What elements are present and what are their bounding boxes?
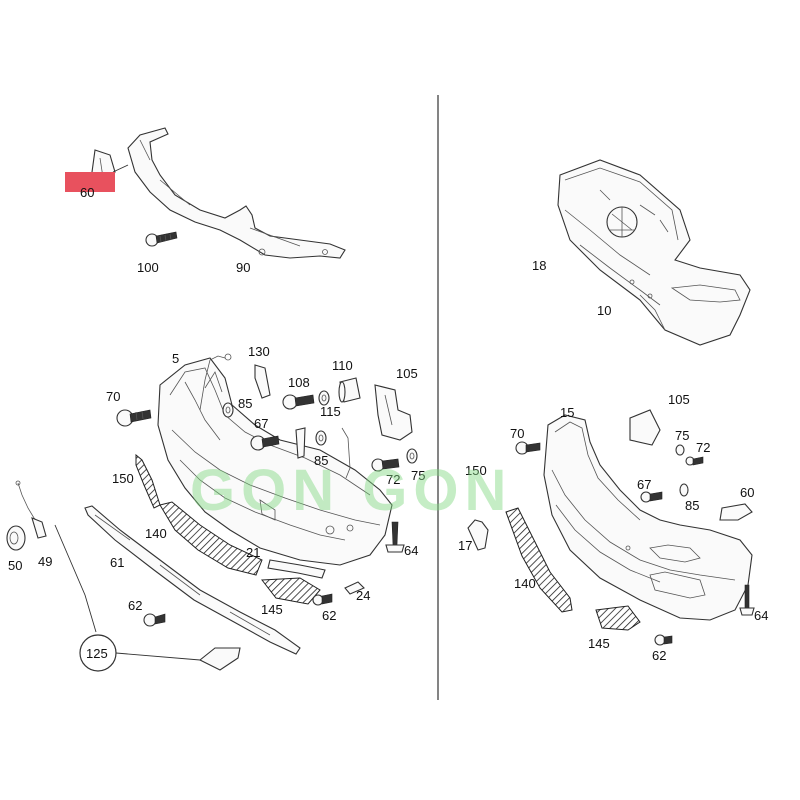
lower-grille-140-left <box>159 501 263 576</box>
label-24: 24 <box>356 588 370 603</box>
label-70-left: 70 <box>106 389 120 404</box>
label-49: 49 <box>38 554 52 569</box>
label-75-left: 75 <box>411 468 425 483</box>
label-125: 125 <box>86 646 108 661</box>
screw-64-right <box>739 584 755 616</box>
label-61: 61 <box>110 555 124 570</box>
clip-24 <box>344 581 365 595</box>
highlight-marker <box>65 172 115 192</box>
bracket-125-line <box>54 524 97 633</box>
clip-bracket <box>295 427 306 459</box>
label-67-right: 67 <box>637 477 651 492</box>
label-50: 50 <box>8 558 22 573</box>
label-60-top: 60 <box>80 185 94 200</box>
lower-grille-140-right <box>505 507 573 613</box>
trim-molding-21 <box>267 559 326 579</box>
label-140-left: 140 <box>145 526 167 541</box>
watermark-text: GON GON <box>190 458 512 523</box>
label-64-right: 64 <box>754 608 768 623</box>
label-70-right: 70 <box>510 426 524 441</box>
label-90: 90 <box>236 260 250 275</box>
front-bumper-assembly-right <box>543 414 753 621</box>
label-62-a: 62 <box>128 598 142 613</box>
cover-50 <box>6 525 26 551</box>
grille-145-right <box>595 605 641 631</box>
bolt-72-left <box>371 458 400 472</box>
cover-cap-60-right <box>719 503 753 521</box>
label-72-right: 72 <box>696 440 710 455</box>
wire-clip <box>341 427 351 479</box>
label-60-right: 60 <box>740 485 754 500</box>
label-110: 110 <box>332 358 353 373</box>
label-130: 130 <box>248 344 270 359</box>
trim-strip-150-left <box>135 453 161 509</box>
screw-70-left <box>116 409 152 427</box>
trim-17 <box>467 519 489 551</box>
label-5: 5 <box>172 351 179 366</box>
label-85-top: 85 <box>238 396 252 411</box>
label-115: 115 <box>320 404 341 419</box>
spacer-110 <box>338 377 361 403</box>
wiring-harness-130 <box>199 353 232 411</box>
label-150-right: 150 <box>465 463 487 478</box>
clip-62-a <box>143 613 166 627</box>
bolt-72-right <box>685 456 704 466</box>
label-85-mid: 85 <box>314 453 328 468</box>
bracket-130 <box>254 364 271 399</box>
label-140-right: 140 <box>514 576 536 591</box>
washer-115 <box>318 390 330 406</box>
label-75-right: 75 <box>675 428 689 443</box>
front-bumper-assembly-left <box>157 357 393 566</box>
label-10: 10 <box>597 303 611 318</box>
label-85-right: 85 <box>685 498 699 513</box>
label-67-left: 67 <box>254 416 268 431</box>
label-62-b: 62 <box>322 608 336 623</box>
support-bracket-90 <box>127 127 346 259</box>
bracket-105-left <box>374 384 413 441</box>
sensor-wire-49 <box>15 480 47 539</box>
label-145-right: 145 <box>588 636 610 651</box>
clip-62-right <box>654 634 673 646</box>
bolt-67-left <box>250 435 280 451</box>
label-17: 17 <box>458 538 472 553</box>
bolt-67-right <box>640 491 663 503</box>
front-bumper-10 <box>557 159 751 346</box>
screw-64-left <box>385 521 405 553</box>
grille-145-left <box>261 577 321 605</box>
strip-61 <box>84 505 301 655</box>
label-21: 21 <box>246 545 260 560</box>
screw-108 <box>282 394 315 410</box>
label-150-left: 150 <box>112 471 134 486</box>
label-145-left: 145 <box>261 602 283 617</box>
label-105-left: 105 <box>396 366 418 381</box>
label-62-right: 62 <box>652 648 666 663</box>
bracket-105-right <box>629 409 661 446</box>
label-108: 108 <box>288 375 310 390</box>
clip-62-b <box>312 593 333 606</box>
washer-75-left <box>406 448 418 464</box>
circle-125 <box>79 634 241 672</box>
label-64-left: 64 <box>404 543 418 558</box>
label-100: 100 <box>137 260 159 275</box>
label-18: 18 <box>532 258 546 273</box>
screw-70-right <box>515 441 541 455</box>
nut-85-mid <box>315 430 327 446</box>
screw-100 <box>145 231 178 247</box>
label-15: 15 <box>560 405 574 420</box>
label-105-right: 105 <box>668 392 690 407</box>
nut-85-top <box>222 402 234 418</box>
nut-85-right <box>679 483 689 497</box>
label-72-left: 72 <box>386 472 400 487</box>
washer-75-right <box>675 444 685 456</box>
